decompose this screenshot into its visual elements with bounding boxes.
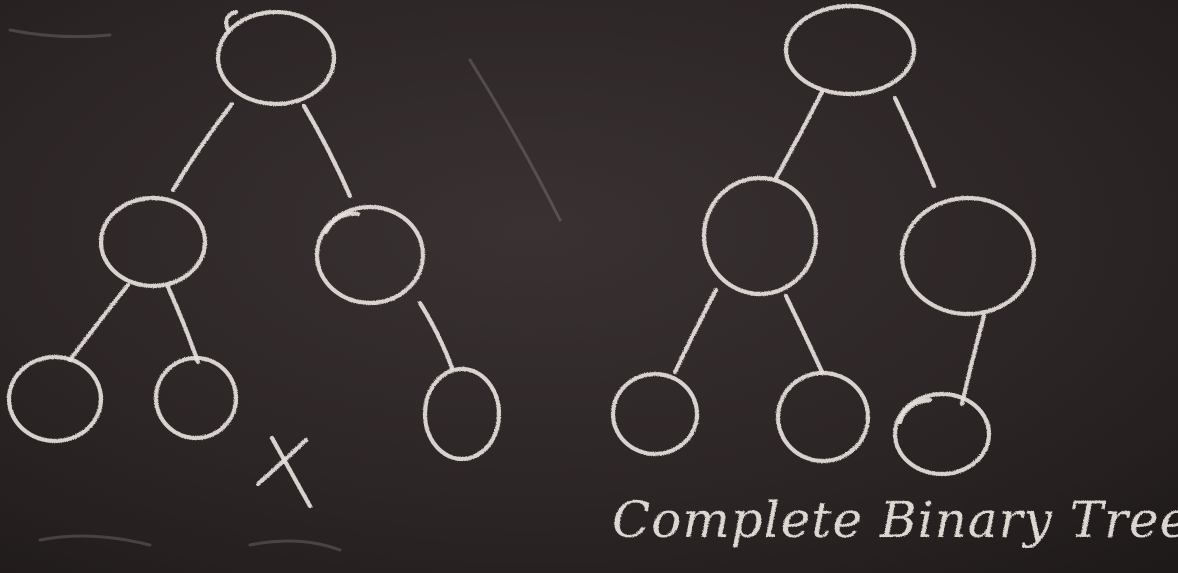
edge-root-right xyxy=(892,95,937,189)
tree-node-right-left xyxy=(892,391,992,477)
right-binary-tree xyxy=(610,3,1037,477)
edge-root-left xyxy=(170,101,235,193)
tree-node-left-right xyxy=(153,355,239,441)
left-binary-tree xyxy=(6,9,502,509)
tree-node-right xyxy=(314,204,426,306)
edge-right-leftchild xyxy=(959,313,987,407)
edge-left-rightchild xyxy=(783,293,825,375)
erased-smudges xyxy=(8,28,562,552)
cross-mark xyxy=(255,435,313,509)
edge-left-leftchild xyxy=(67,282,131,363)
tree-node-root xyxy=(215,9,337,107)
edge-root-left xyxy=(773,89,825,181)
edge-root-right xyxy=(301,103,353,199)
tree-node-right xyxy=(899,195,1037,317)
edge-right-rightchild xyxy=(417,300,455,371)
caption-complete-binary-tree: Complete Binary Tree xyxy=(612,491,1178,549)
edge-left-leftchild xyxy=(672,287,719,375)
tree-node-left-left xyxy=(6,354,104,444)
tree-node-left xyxy=(98,195,208,289)
tree-node-root xyxy=(783,3,917,97)
tree-node-left xyxy=(701,175,819,297)
tree-node-right-right xyxy=(422,366,502,462)
tree-node-left-left xyxy=(610,371,700,457)
tree-node-left-right xyxy=(775,370,871,464)
edge-left-rightchild xyxy=(165,284,201,365)
